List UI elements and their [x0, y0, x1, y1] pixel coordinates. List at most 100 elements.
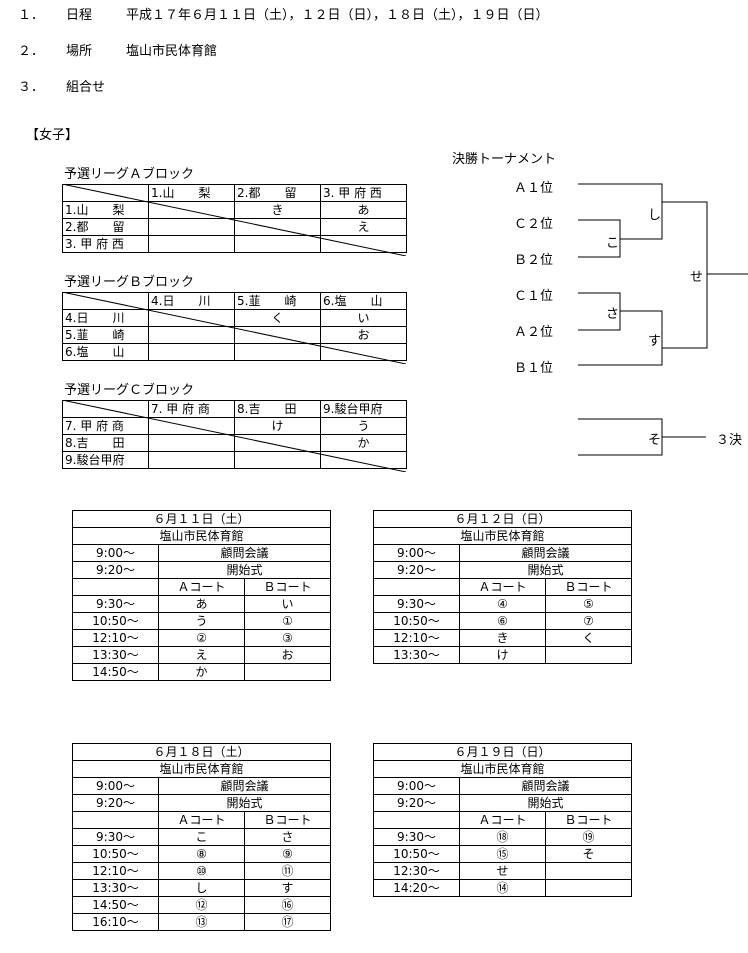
schedule-event: 顧問会議	[459, 544, 632, 562]
court-b-match	[244, 663, 331, 681]
court-a-header: Ａコート	[459, 811, 546, 829]
bracket-seed: Ｃ２位	[514, 217, 554, 232]
schedule-time: 14:50～	[72, 663, 159, 681]
schedule-date: ６月１１日（土）	[72, 510, 331, 528]
schedule-time: 10:50～	[373, 845, 460, 863]
league-title: 予選リーグＣブロック	[64, 383, 195, 398]
schedule-date: ６月１８日（土）	[72, 743, 331, 761]
schedule-venue-row: 塩山市民体育館	[72, 760, 331, 778]
court-a-match: ⑫	[158, 896, 245, 914]
schedule-date: ６月１９日（日）	[373, 743, 632, 761]
bracket-seed: Ａ１位	[514, 181, 554, 196]
court-a-match: ⑭	[459, 879, 546, 897]
bracket-lines	[578, 183, 748, 456]
schedule-blank-cell	[72, 578, 159, 596]
court-a-match: ⑧	[158, 845, 245, 863]
item-label: 組合せ	[66, 80, 106, 95]
schedule-match-row: 12:10～きく	[373, 629, 632, 647]
match-label: さ	[606, 307, 620, 322]
schedule-event-row: 9:20～開始式	[72, 561, 331, 579]
schedule-time: 9:30～	[72, 595, 159, 613]
court-a-match: う	[158, 612, 245, 630]
league-title: 予選リーグＡブロック	[64, 167, 195, 182]
court-a-match: ⑥	[459, 612, 546, 630]
court-b-header: Ｂコート	[545, 578, 632, 596]
schedule-time: 10:50～	[72, 845, 159, 863]
schedule-time: 9:20～	[72, 794, 159, 812]
schedule-time: 14:50～	[72, 896, 159, 914]
court-a-match: え	[158, 646, 245, 664]
court-b-match: ⑰	[244, 913, 331, 931]
court-b-match: ①	[244, 612, 331, 630]
schedule-date-row: ６月１１日（土）	[72, 510, 331, 528]
court-b-match: く	[545, 629, 632, 647]
item-value: 平成１７年６月１１日（土），１２日（日），１８日（土），１９日（日）	[126, 8, 549, 23]
schedule-time: 16:10～	[72, 913, 159, 931]
item-label: 場所	[66, 44, 93, 59]
court-a-match: ④	[459, 595, 546, 613]
schedule-date-row: ６月１２日（日）	[373, 510, 632, 528]
schedule-event-row: 9:20～開始式	[373, 561, 632, 579]
schedule-match-row: 14:20～⑭	[373, 879, 632, 897]
schedule-time: 9:00～	[72, 544, 159, 562]
schedule-venue: 塩山市民体育館	[72, 527, 331, 545]
schedule-time: 9:00～	[373, 777, 460, 795]
schedule-blank-cell	[373, 811, 460, 829]
court-b-match: ⑯	[244, 896, 331, 914]
schedule-event: 開始式	[459, 794, 632, 812]
bracket-title: 決勝トーナメント	[452, 152, 557, 167]
court-a-match: か	[158, 663, 245, 681]
court-a-match: あ	[158, 595, 245, 613]
schedule-venue-row: 塩山市民体育館	[72, 527, 331, 545]
schedule-time: 13:30～	[72, 879, 159, 897]
schedule-event-row: 9:00～顧問会議	[72, 777, 331, 795]
schedule-time: 9:20～	[373, 794, 460, 812]
match-label: そ	[648, 433, 662, 448]
schedule-blank-cell	[72, 811, 159, 829]
schedule-line: １．日程平成１７年６月１１日（土），１２日（日），１８日（土），１９日（日）	[18, 8, 549, 24]
schedule-event: 顧問会議	[158, 544, 331, 562]
item-number: ２．	[18, 44, 45, 59]
third-place-label: ３決	[716, 433, 743, 448]
item-value: 塩山市民体育館	[126, 44, 218, 59]
court-a-match: せ	[459, 862, 546, 880]
schedule-event-row: 9:00～顧問会議	[72, 544, 331, 562]
schedule-event-row: 9:00～顧問会議	[373, 777, 632, 795]
match-label: す	[648, 334, 662, 349]
schedule-match-row: 12:30～せ	[373, 862, 632, 880]
schedule-time: 12:30～	[373, 862, 460, 880]
league-title: 予選リーグＢブロック	[64, 275, 195, 290]
schedule-blank-cell	[373, 578, 460, 596]
court-b-match: す	[244, 879, 331, 897]
court-b-match: ⑦	[545, 612, 632, 630]
court-a-match: こ	[158, 828, 245, 846]
schedule-date: ６月１２日（日）	[373, 510, 632, 528]
section-heading: 【女子】	[26, 128, 79, 143]
court-a-match: ②	[158, 629, 245, 647]
item-label: 日程	[66, 8, 93, 23]
court-b-match: ③	[244, 629, 331, 647]
schedule-event-row: 9:20～開始式	[72, 794, 331, 812]
court-b-match: い	[244, 595, 331, 613]
match-label: し	[648, 208, 662, 223]
schedule-match-row: 13:30～えお	[72, 646, 331, 664]
court-b-header: Ｂコート	[545, 811, 632, 829]
schedule-time: 9:30～	[72, 828, 159, 846]
court-a-match: し	[158, 879, 245, 897]
schedule-time: 12:10～	[373, 629, 460, 647]
match-label: こ	[606, 236, 620, 251]
schedule-time: 9:30～	[373, 828, 460, 846]
item-number: ３．	[18, 80, 45, 95]
